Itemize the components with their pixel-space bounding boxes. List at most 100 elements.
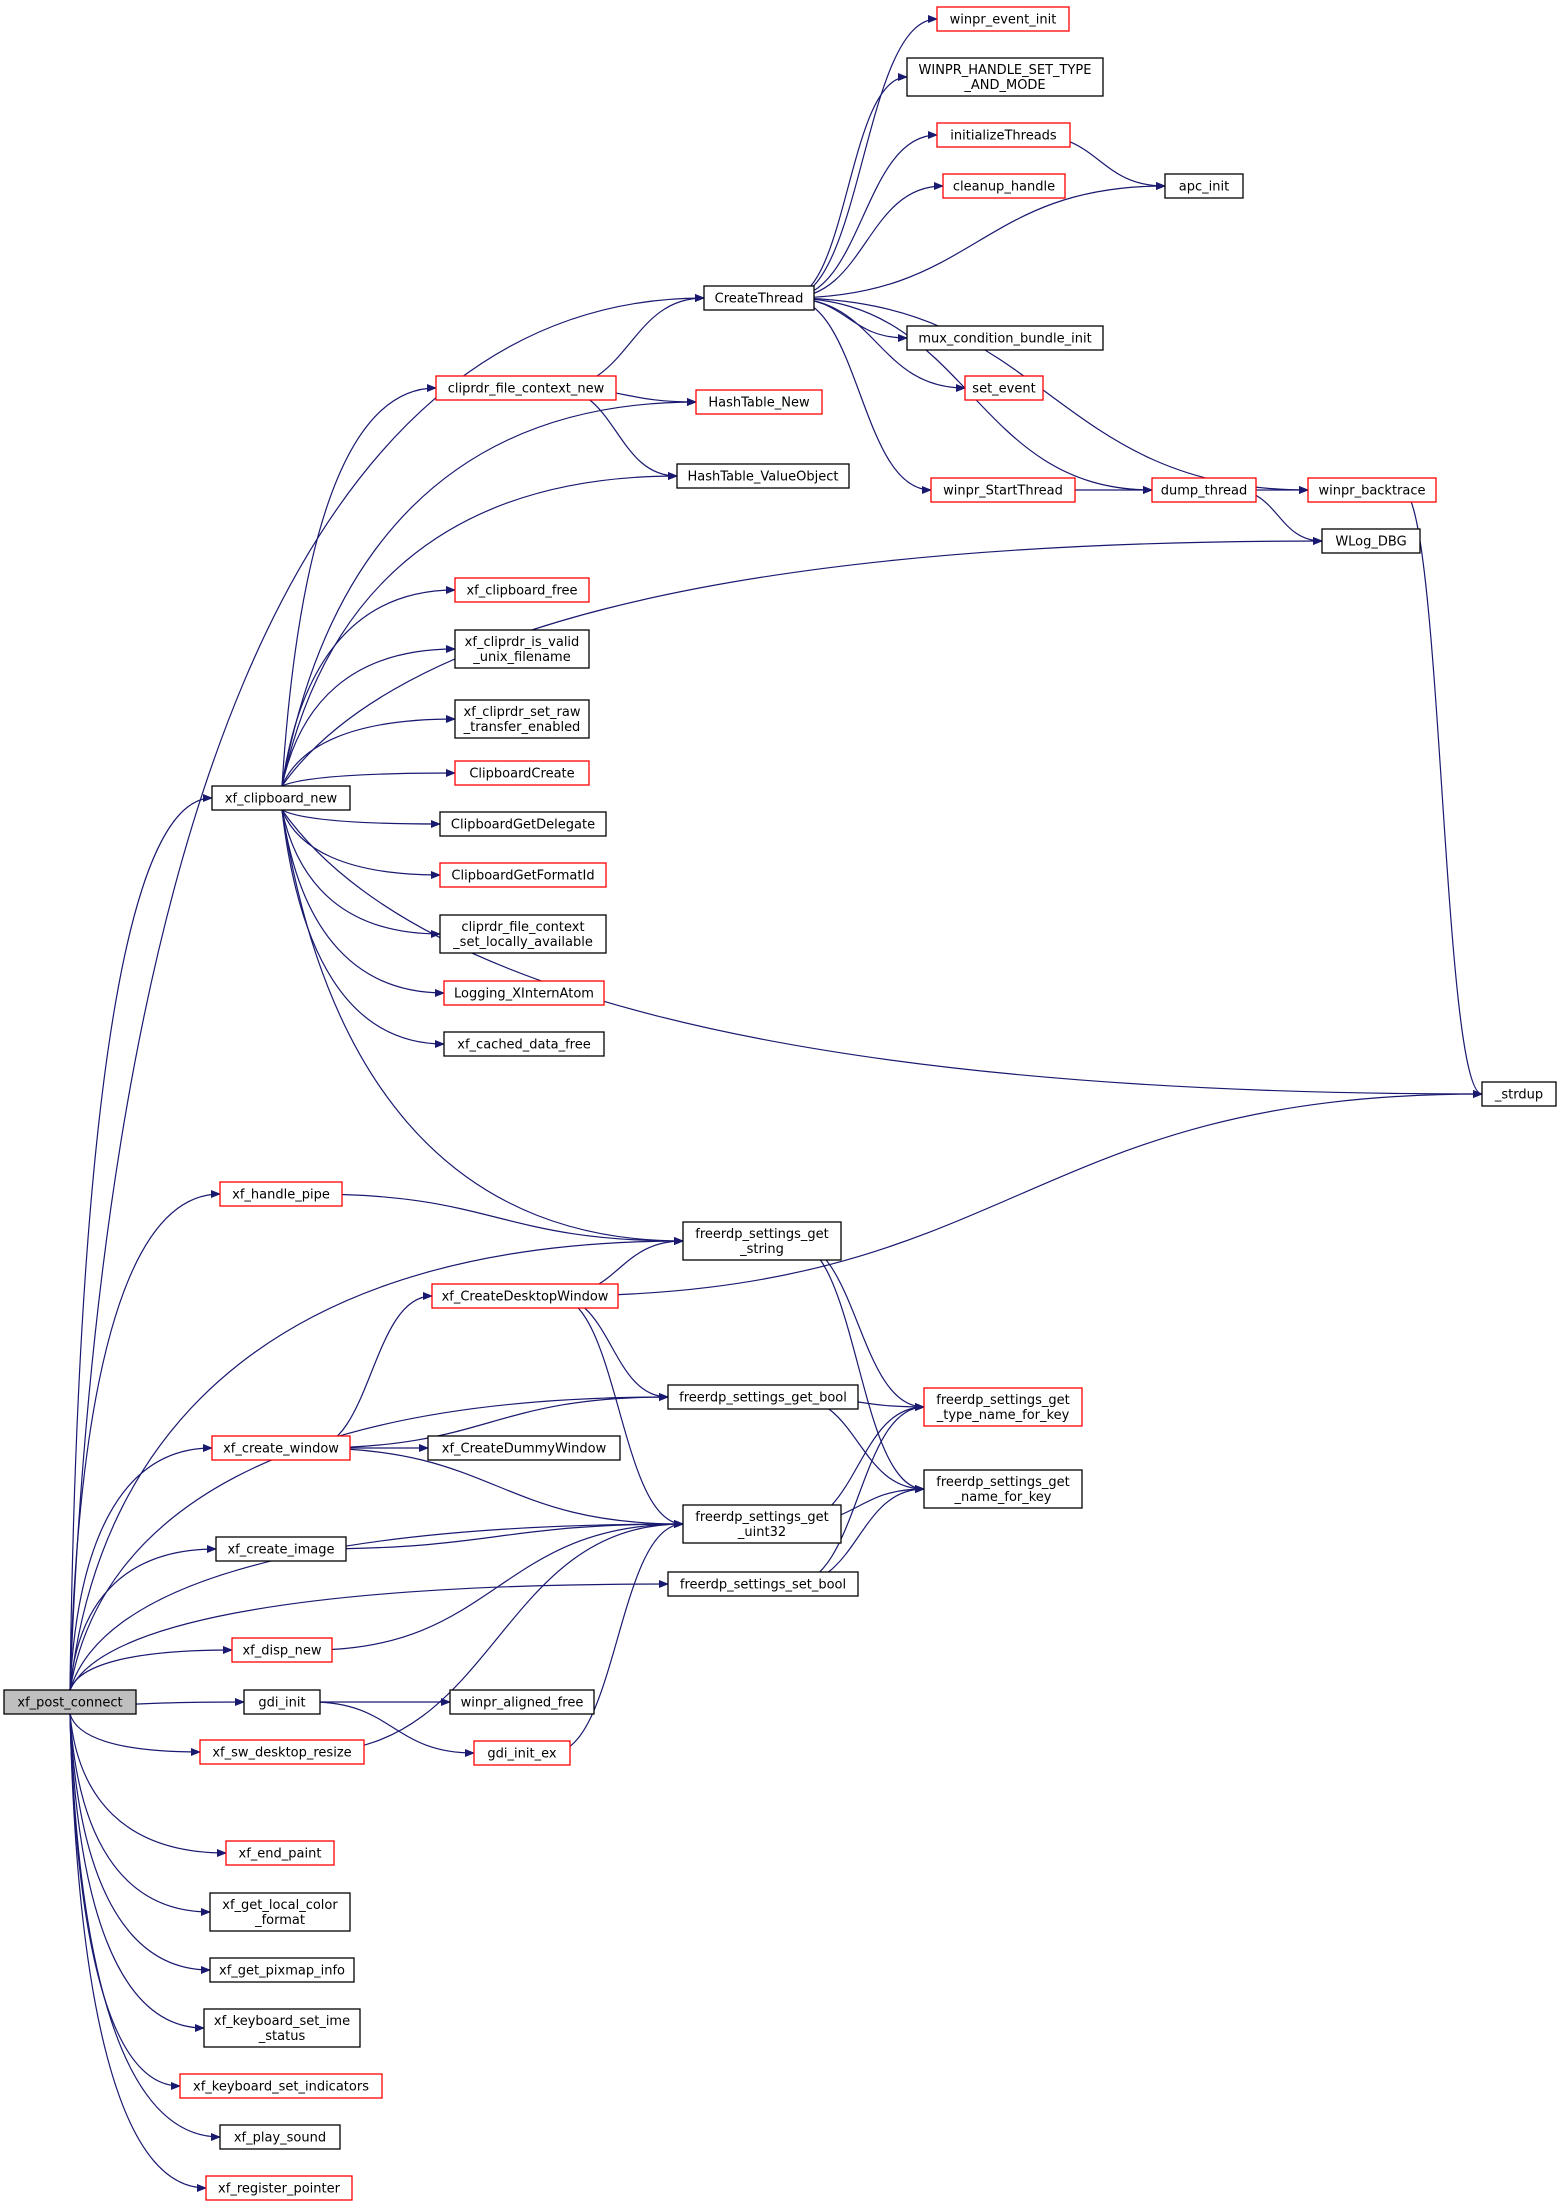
node-xf-end-paint[interactable]: xf_end_paint <box>225 1840 335 1866</box>
node-xf-handle-pipe[interactable]: xf_handle_pipe <box>219 1181 343 1207</box>
edge-xf-post-connect-to-xf-create-image <box>69 1545 217 1691</box>
node-set-event[interactable]: set_event <box>964 375 1044 401</box>
node-label: freerdp_settings_set_bool <box>680 1578 846 1593</box>
node-box <box>682 1504 842 1544</box>
node-xf-cliprdr-set-raw[interactable]: xf_cliprdr_set_raw_transfer_enabled <box>454 699 590 739</box>
node-label: cleanup_handle <box>953 180 1055 195</box>
node-label: set_event <box>972 382 1035 397</box>
node-wlog-dbg[interactable]: WLog_DBG <box>1321 528 1421 554</box>
node-mux-condition-bundle-init[interactable]: mux_condition_bundle_init <box>906 325 1104 351</box>
node-winpr-startthread[interactable]: winpr_StartThread <box>930 477 1076 503</box>
edge-gdi-init-ex-to-freerdp-settings-get-uint32 <box>551 1520 684 1754</box>
edge-cliprdr-file-context-new-to-hashtable-valueobject <box>555 387 678 480</box>
node-xf-keyboard-set-indicators[interactable]: xf_keyboard_set_indicators <box>179 2073 383 2099</box>
node-label: _status <box>258 2029 306 2044</box>
node-label: HashTable_ValueObject <box>688 470 839 485</box>
node-freerdp-settings-get-string[interactable]: freerdp_settings_get_string <box>682 1221 842 1261</box>
node-label: freerdp_settings_get <box>695 1510 828 1525</box>
node-label: cliprdr_file_context_new <box>448 382 605 397</box>
node-label: _type_name_for_key <box>936 1408 1070 1423</box>
node-createthread[interactable]: CreateThread <box>703 285 815 311</box>
node-box <box>209 1892 351 1932</box>
node-apc-init[interactable]: apc_init <box>1164 173 1244 199</box>
node-box <box>682 1221 842 1261</box>
node-cliprdr-file-context-new[interactable]: cliprdr_file_context_new <box>435 375 617 401</box>
node-label: xf_keyboard_set_indicators <box>193 2080 369 2095</box>
node-hashtable-new[interactable]: HashTable_New <box>695 389 823 415</box>
node-box <box>473 1740 571 1766</box>
node-initializethreads[interactable]: initializeThreads <box>936 122 1071 148</box>
node-label: winpr_aligned_free <box>461 1696 584 1711</box>
node-winpr-backtrace[interactable]: winpr_backtrace <box>1307 477 1437 503</box>
edge-xf-clipboard-new-to-wlog-dbg <box>281 537 1323 787</box>
edge-xf-create-window-to-freerdp-settings-get-bool <box>310 1393 669 1449</box>
node-label: xf_clipboard_new <box>225 792 338 807</box>
node-xf-clipboard-free[interactable]: xf_clipboard_free <box>454 577 590 603</box>
node-xf-disp-new[interactable]: xf_disp_new <box>231 1637 333 1663</box>
edge-createthread-to-cleanup-handle <box>788 182 944 299</box>
node-xf-create-image[interactable]: xf_create_image <box>215 1536 347 1562</box>
node-xf-register-pointer[interactable]: xf_register_pointer <box>205 2175 353 2201</box>
node-strdup[interactable]: _strdup <box>1481 1081 1557 1107</box>
edge-xf-post-connect-to-freerdp-settings-get-string <box>69 1237 684 1691</box>
node-box <box>179 2073 383 2099</box>
node-winpr-aligned-free[interactable]: winpr_aligned_free <box>449 1689 595 1715</box>
node-dump-thread[interactable]: dump_thread <box>1151 477 1257 503</box>
node-freerdp-settings-get-uint32[interactable]: freerdp_settings_get_uint32 <box>682 1504 842 1544</box>
node-xf-createdummywindow[interactable]: xf_CreateDummyWindow <box>427 1435 621 1461</box>
node-clipboardcreate[interactable]: ClipboardCreate <box>454 760 590 786</box>
node-label: xf_end_paint <box>239 1847 322 1862</box>
node-xf-create-window[interactable]: xf_create_window <box>211 1435 351 1461</box>
node-cleanup-handle[interactable]: cleanup_handle <box>942 173 1066 199</box>
node-xf-cliprdr-is-valid[interactable]: xf_cliprdr_is_valid_unix_filename <box>454 629 590 669</box>
node-clipboardgetdelegate[interactable]: ClipboardGetDelegate <box>439 811 607 837</box>
node-box <box>205 2175 353 2201</box>
node-label: xf_cached_data_free <box>457 1038 590 1053</box>
node-gdi-init[interactable]: gdi_init <box>243 1689 321 1715</box>
node-xf-keyboard-set-ime-status[interactable]: xf_keyboard_set_ime_status <box>203 2008 361 2048</box>
node-hashtable-valueobject[interactable]: HashTable_ValueObject <box>676 463 850 489</box>
node-freerdp-settings-set-bool[interactable]: freerdp_settings_set_bool <box>667 1571 859 1597</box>
edge-xf-post-connect-to-xf-keyboard-set-indicators <box>69 1713 181 2090</box>
node-box <box>695 389 823 415</box>
node-label: ClipboardGetDelegate <box>451 818 595 833</box>
node-xf-post-connect[interactable]: xf_post_connect <box>3 1689 137 1715</box>
node-label: winpr_event_init <box>950 13 1057 28</box>
node-xf-createdesktopwindow[interactable]: xf_CreateDesktopWindow <box>431 1283 619 1309</box>
edge-xf-create-window-to-freerdp-settings-get-uint32 <box>310 1447 684 1528</box>
node-xf-play-sound[interactable]: xf_play_sound <box>219 2124 341 2150</box>
node-box <box>923 1387 1083 1427</box>
edge-xf-clipboard-new-to-clipboardgetdelegate <box>281 809 441 828</box>
node-box <box>454 577 590 603</box>
node-label: xf_keyboard_set_ime <box>214 2014 350 2029</box>
node-winpr-event-init[interactable]: winpr_event_init <box>936 6 1070 32</box>
node-label: CreateThread <box>715 292 804 307</box>
node-xf-clipboard-new[interactable]: xf_clipboard_new <box>211 785 351 811</box>
node-cliprdr-file-context-set[interactable]: cliprdr_file_context_set_locally_availab… <box>439 914 607 954</box>
node-xf-cached-data-free[interactable]: xf_cached_data_free <box>443 1031 605 1057</box>
node-gdi-init-ex[interactable]: gdi_init_ex <box>473 1740 571 1766</box>
node-freerdp-settings-get-name[interactable]: freerdp_settings_get_name_for_key <box>923 1469 1083 1509</box>
node-logging-xinternatom[interactable]: Logging_XInternAtom <box>443 980 605 1006</box>
node-freerdp-settings-get-type-name[interactable]: freerdp_settings_get_type_name_for_key <box>923 1387 1083 1427</box>
node-winpr-handle-set-type[interactable]: WINPR_HANDLE_SET_TYPE_AND_MODE <box>906 57 1104 97</box>
node-xf-get-local-color-format[interactable]: xf_get_local_color_format <box>209 1892 351 1932</box>
node-box <box>231 1637 333 1663</box>
node-xf-get-pixmap-info[interactable]: xf_get_pixmap_info <box>209 1957 355 1983</box>
node-freerdp-settings-get-bool[interactable]: freerdp_settings_get_bool <box>667 1384 859 1410</box>
node-box <box>667 1384 859 1410</box>
edge-xf-clipboard-new-to-freerdp-settings-get-string <box>281 809 684 1245</box>
node-box <box>936 122 1071 148</box>
edge-xf-sw-desktop-resize-to-freerdp-settings-get-uint32 <box>311 1520 684 1753</box>
node-box <box>964 375 1044 401</box>
node-box <box>203 2008 361 2048</box>
node-label: xf_cliprdr_set_raw <box>464 705 581 720</box>
edge-xf-create-window-to-xf-createdesktopwindow <box>310 1292 433 1449</box>
edge-freerdp-settings-get-string-to-freerdp-settings-get-type-name <box>791 1240 925 1411</box>
edge-createthread-to-set-event <box>788 297 966 392</box>
edge-createthread-to-winpr-handle-set-type <box>788 73 908 299</box>
node-clipboardgetformatid[interactable]: ClipboardGetFormatId <box>439 862 607 888</box>
node-xf-sw-desktop-resize[interactable]: xf_sw_desktop_resize <box>199 1739 365 1765</box>
edge-xf-clipboard-new-to-clipboardgetformatid <box>281 809 441 879</box>
